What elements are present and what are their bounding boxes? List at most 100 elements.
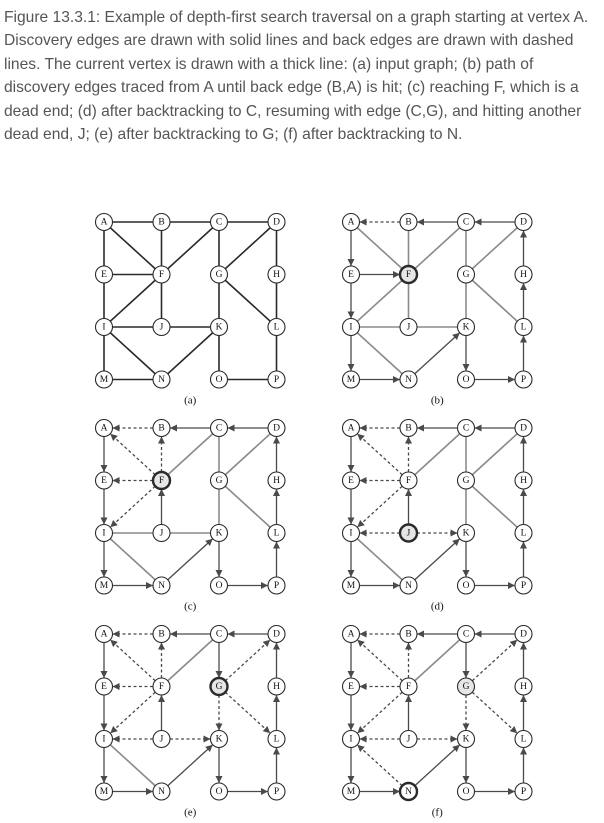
- panel-label: (d): [431, 601, 444, 613]
- vertex-J: [152, 729, 171, 749]
- edge-A-F: [109, 227, 156, 270]
- vertex-label-A: A: [101, 630, 108, 640]
- vertex-label-J: J: [407, 529, 411, 539]
- vertex-H: [267, 677, 286, 696]
- edge-K-N: [167, 332, 214, 375]
- vertex-E: [341, 471, 361, 490]
- vertex-B: [152, 624, 171, 644]
- vertex-E: [94, 265, 114, 284]
- vertex-label-O: O: [216, 375, 223, 385]
- vertex-F: [152, 265, 171, 284]
- vertex-label-K: K: [216, 529, 223, 539]
- vertex-label-N: N: [158, 787, 165, 797]
- back-edge-N-I: [356, 744, 403, 787]
- vertex-label-C: C: [216, 218, 222, 228]
- vertex-L: [267, 523, 286, 543]
- vertex-label-A: A: [348, 218, 355, 228]
- edge-D-G: [471, 433, 518, 476]
- vertex-label-D: D: [273, 424, 280, 434]
- vertex-label-E: E: [101, 270, 107, 280]
- vertex-label-J: J: [407, 323, 411, 333]
- vertex-label-F: F: [406, 476, 411, 486]
- vertex-N: [152, 370, 171, 389]
- vertex-F: [398, 264, 419, 285]
- vertex-label-A: A: [348, 424, 355, 434]
- edge-G-L: [471, 279, 518, 322]
- vertex-B: [399, 624, 418, 644]
- vertex-label-K: K: [463, 735, 470, 745]
- vertex-F: [152, 677, 171, 696]
- vertex-label-C: C: [216, 630, 222, 640]
- vertex-L: [514, 523, 533, 543]
- vertex-label-B: B: [158, 218, 164, 228]
- vertex-label-K: K: [463, 323, 470, 333]
- discovery-edge-N-K: [414, 744, 461, 787]
- edge-C-F: [414, 433, 461, 476]
- vertex-label-G: G: [216, 682, 223, 692]
- vertex-label-E: E: [348, 270, 354, 280]
- vertex-O: [456, 370, 476, 389]
- edge-C-F: [414, 639, 461, 682]
- vertex-label-G: G: [463, 682, 470, 692]
- vertex-label-G: G: [463, 270, 470, 280]
- vertex-label-P: P: [521, 787, 526, 797]
- vertex-P: [514, 576, 533, 595]
- edge-F-I: [356, 279, 403, 322]
- vertex-label-E: E: [348, 476, 354, 486]
- vertex-label-E: E: [101, 476, 107, 486]
- vertex-label-L: L: [274, 529, 280, 539]
- edge-C-F: [414, 227, 461, 270]
- vertex-D: [267, 624, 286, 644]
- vertex-K: [456, 523, 476, 543]
- vertex-G: [209, 676, 229, 697]
- vertex-label-M: M: [347, 787, 356, 797]
- vertex-K: [456, 317, 476, 337]
- vertex-label-O: O: [463, 787, 470, 797]
- vertex-label-P: P: [521, 375, 526, 385]
- vertex-B: [152, 212, 171, 232]
- vertex-label-P: P: [521, 581, 526, 591]
- vertex-C: [209, 624, 229, 644]
- vertex-label-C: C: [463, 630, 469, 640]
- vertex-M: [94, 576, 114, 595]
- vertex-label-K: K: [216, 735, 223, 745]
- vertex-I: [94, 523, 114, 543]
- panel-label: (a): [184, 395, 197, 407]
- figure-caption: Figure 13.3.1: Example of depth-first se…: [4, 9, 589, 144]
- back-edge-F-A: [356, 433, 403, 476]
- edge-D-G: [471, 227, 518, 270]
- edge-C-F: [167, 227, 214, 270]
- vertex-M: [94, 370, 114, 389]
- vertex-label-C: C: [463, 218, 469, 228]
- vertex-label-J: J: [160, 529, 164, 539]
- vertex-K: [209, 317, 229, 337]
- vertex-label-E: E: [348, 682, 354, 692]
- edge-G-L: [471, 485, 518, 528]
- vertex-label-O: O: [216, 787, 223, 797]
- panel-label: (e): [184, 807, 197, 819]
- vertex-label-G: G: [463, 476, 470, 486]
- vertex-D: [514, 212, 533, 232]
- vertex-H: [267, 471, 286, 490]
- vertex-A: [94, 624, 114, 644]
- vertex-L: [514, 317, 533, 337]
- vertex-label-L: L: [521, 735, 527, 745]
- vertex-label-M: M: [100, 581, 109, 591]
- vertex-label-P: P: [274, 375, 279, 385]
- vertex-label-I: I: [102, 735, 105, 745]
- vertex-label-B: B: [405, 424, 411, 434]
- vertex-label-B: B: [405, 630, 411, 640]
- vertex-B: [399, 418, 418, 438]
- vertex-C: [209, 418, 229, 438]
- vertex-N: [152, 782, 171, 801]
- vertex-C: [209, 212, 229, 232]
- vertex-label-B: B: [158, 424, 164, 434]
- vertex-label-E: E: [101, 682, 107, 692]
- vertex-label-H: H: [520, 270, 527, 280]
- vertex-label-C: C: [463, 424, 469, 434]
